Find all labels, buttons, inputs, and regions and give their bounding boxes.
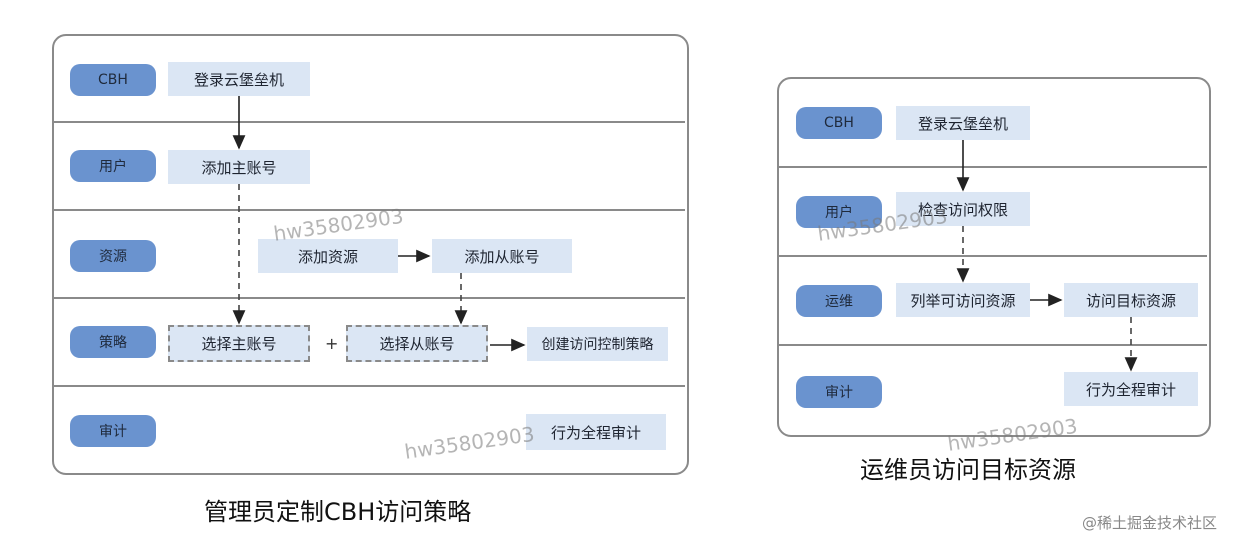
lane-divider: [54, 297, 685, 299]
lane-label-resource: 资源: [70, 240, 156, 272]
plus-sign: +: [325, 334, 339, 353]
lane-divider: [779, 344, 1207, 346]
lane-divider: [54, 121, 685, 123]
lane-divider: [54, 385, 685, 387]
box-add-sub-account: 添加从账号: [432, 239, 572, 273]
lane-label-audit: 审计: [796, 376, 882, 408]
box-audit: 行为全程审计: [526, 414, 666, 450]
lane-label-policy: 策略: [70, 326, 156, 358]
left-caption: 管理员定制CBH访问策略: [204, 498, 472, 526]
lane-divider: [779, 255, 1207, 257]
box-select-sub-account: 选择从账号: [346, 325, 488, 362]
lane-label-ops: 运维: [796, 285, 882, 317]
footer-credit: @稀土掘金技术社区: [1082, 514, 1218, 532]
box-create-access-policy: 创建访问控制策略: [527, 327, 668, 361]
box-add-resource: 添加资源: [258, 239, 398, 273]
lane-label-cbh: CBH: [70, 64, 156, 96]
lane-label-user: 用户: [796, 196, 882, 228]
lane-label-audit: 审计: [70, 415, 156, 447]
box-login-cbh: 登录云堡垒机: [168, 62, 310, 96]
lane-divider: [54, 209, 685, 211]
box-list-accessible-resources: 列举可访问资源: [896, 283, 1030, 317]
right-caption: 运维员访问目标资源: [860, 456, 1076, 484]
lane-divider: [779, 166, 1207, 168]
lane-label-user: 用户: [70, 150, 156, 182]
lane-label-cbh: CBH: [796, 107, 882, 139]
box-login-cbh: 登录云堡垒机: [896, 106, 1030, 140]
box-select-main-account: 选择主账号: [168, 325, 310, 362]
box-check-permission: 检查访问权限: [896, 192, 1030, 226]
box-audit: 行为全程审计: [1064, 372, 1198, 406]
box-add-main-account: 添加主账号: [168, 150, 310, 184]
box-access-target-resource: 访问目标资源: [1064, 283, 1198, 317]
